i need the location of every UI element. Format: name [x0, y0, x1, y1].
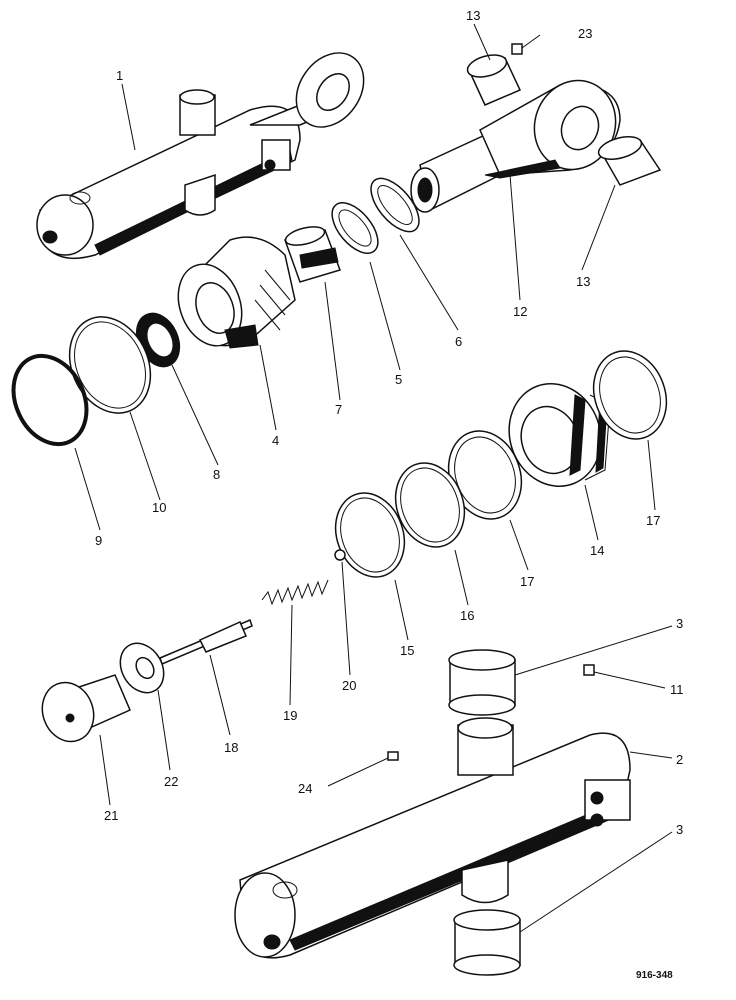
drawing-reference: 916-348: [636, 970, 673, 981]
callout-3-lower: 3: [676, 822, 683, 837]
part-1-assembled-cylinder: [36, 52, 365, 260]
callout-22: 22: [164, 774, 178, 789]
callout-6: 6: [455, 334, 462, 349]
part-6-ring: [370, 177, 420, 233]
part-12-piston-rod-eye: [410, 79, 621, 213]
part-5-ring: [331, 202, 379, 254]
callout-7: 7: [335, 402, 342, 417]
callout-14: 14: [590, 543, 604, 558]
callout-1: 1: [116, 68, 123, 83]
callout-15: 15: [400, 643, 414, 658]
part-14-piston: [508, 383, 611, 487]
leader-lines: [74, 23, 673, 933]
part-18-pin: [159, 618, 253, 666]
callout-5: 5: [395, 372, 402, 387]
callout-20: 20: [342, 678, 356, 693]
part-8-wiper-seal: [135, 312, 181, 368]
part-17-ring-right: [592, 350, 668, 440]
callout-16: 16: [460, 608, 474, 623]
callout-11: 11: [670, 682, 684, 697]
part-16-ring: [394, 462, 466, 548]
part-13-bushing-right: [597, 136, 662, 186]
callout-24: 24: [298, 781, 312, 796]
callout-21: 21: [104, 808, 118, 823]
part-2-barrel: [234, 717, 631, 959]
callout-8: 8: [213, 467, 220, 482]
part-3-bushing-upper: [448, 649, 516, 716]
callout-3-upper: 3: [676, 616, 683, 631]
part-13-bushing-upper: [466, 54, 522, 106]
callout-13-right: 13: [576, 274, 590, 289]
part-7-bush: [284, 226, 341, 283]
callout-17-right: 17: [646, 513, 660, 528]
part-11-grease-nipple: [583, 664, 595, 676]
part-22-washer: [119, 642, 165, 694]
callout-10: 10: [152, 500, 166, 515]
callout-17-left: 17: [520, 574, 534, 589]
callout-23: 23: [578, 26, 592, 41]
part-4-gland: [177, 236, 296, 349]
callout-9: 9: [95, 533, 102, 548]
part-21-plug: [41, 674, 131, 743]
part-15-ring: [334, 492, 406, 578]
part-20-ball: [334, 549, 346, 561]
callout-13-upper: 13: [466, 8, 480, 23]
callout-4: 4: [272, 433, 279, 448]
part-19-spring: [261, 579, 329, 606]
part-10-ring: [68, 316, 152, 414]
callout-2: 2: [676, 752, 683, 767]
part-9-o-ring: [11, 353, 89, 447]
part-24-grease-nipple: [387, 751, 399, 761]
callout-18: 18: [224, 740, 238, 755]
callout-19: 19: [283, 708, 297, 723]
callout-12: 12: [513, 304, 527, 319]
part-23-grease-nipple-upper: [511, 43, 523, 55]
part-3-bushing-lower: [453, 909, 521, 976]
